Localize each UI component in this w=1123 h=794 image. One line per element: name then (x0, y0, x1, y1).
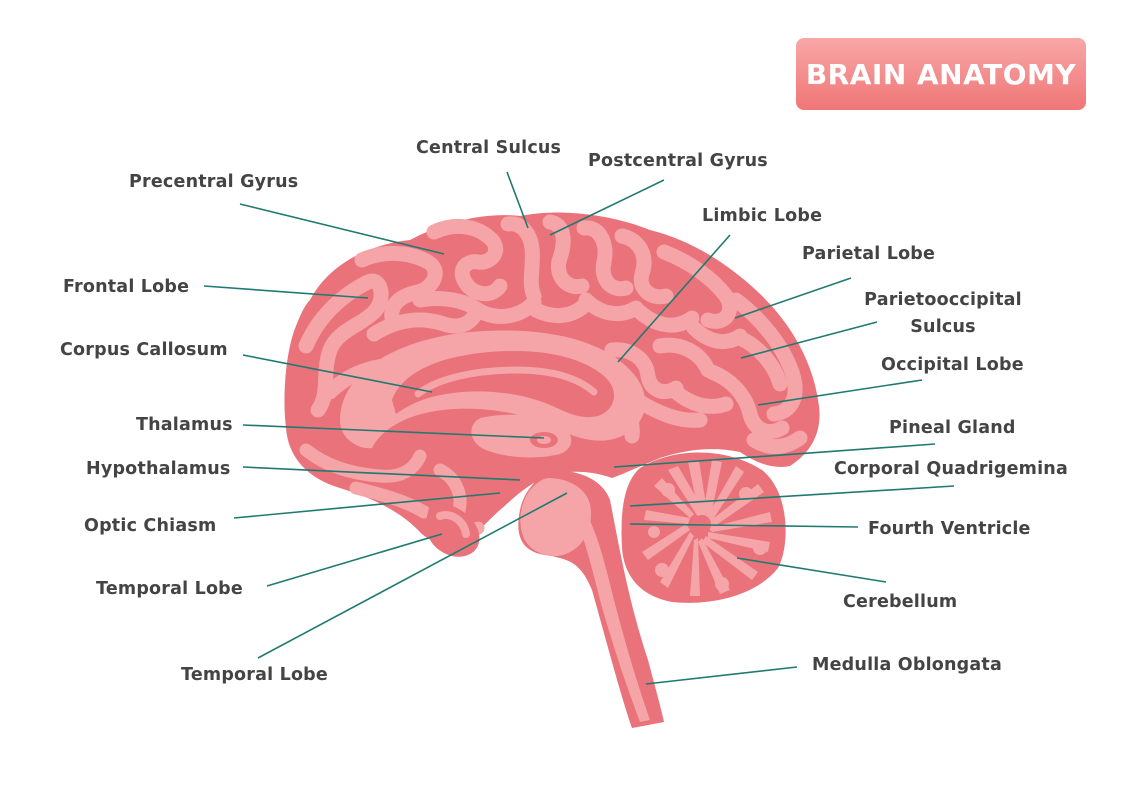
label-occipital-lobe: Occipital Lobe (881, 355, 1024, 375)
title-badge: BRAIN ANATOMY (796, 38, 1086, 110)
label-limbic-lobe: Limbic Lobe (702, 206, 823, 226)
page-title: BRAIN ANATOMY (805, 57, 1077, 91)
label-pineal-gland: Pineal Gland (889, 418, 1016, 438)
label-medulla-oblongata: Medulla Oblongata (812, 655, 1002, 675)
label-optic-chiasm: Optic Chiasm (84, 516, 217, 536)
label-precentral-gyrus: Precentral Gyrus (129, 172, 299, 192)
label-corpus-callosum: Corpus Callosum (60, 340, 228, 360)
label-fourth-ventricle: Fourth Ventricle (868, 519, 1031, 539)
brain-stem (518, 470, 664, 728)
label-hypothalamus: Hypothalamus (86, 459, 231, 479)
label-temporal-lobe-upper: Temporal Lobe (96, 579, 243, 599)
leader-lines (203, 171, 955, 685)
label-parietooccipital-sulcus: Parietooccipital Sulcus (862, 290, 1024, 337)
label-parietooccipital-line1: Parietooccipital (864, 290, 1022, 310)
label-temporal-lobe-lower: Temporal Lobe (181, 665, 328, 685)
label-cerebellum: Cerebellum (843, 592, 958, 612)
label-corporal-quadrigemina: Corporal Quadrigemina (834, 459, 1068, 479)
label-frontal-lobe: Frontal Lobe (63, 277, 190, 297)
label-postcentral-gyrus: Postcentral Gyrus (588, 151, 768, 171)
label-thalamus: Thalamus (136, 415, 233, 435)
cerebrum (284, 212, 820, 557)
label-parietooccipital-line2: Sulcus (910, 317, 976, 337)
label-central-sulcus: Central Sulcus (416, 138, 562, 158)
cerebellum-shape (621, 452, 786, 603)
label-parietal-lobe: Parietal Lobe (802, 244, 936, 264)
